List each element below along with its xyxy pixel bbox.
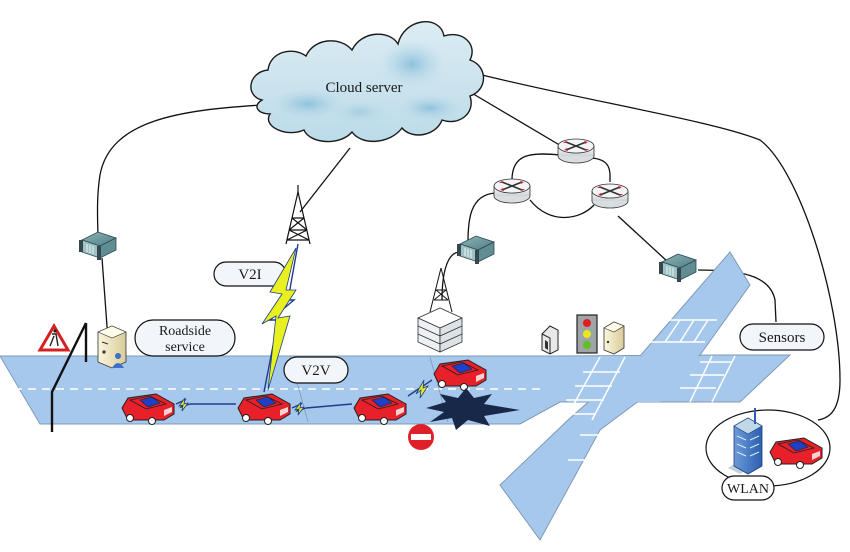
pothole-hazard [426,388,520,430]
roadside-pc-icon[interactable] [603,321,625,355]
wlan-label: WLAN [727,482,769,497]
link-cloud-to-router-top [469,91,569,151]
camera-icon[interactable] [541,325,559,355]
roadside-unit-icon[interactable] [97,325,127,369]
crosswalk-left [560,356,626,421]
cloud-server-label: Cloud server [325,80,402,96]
link-server-mid-to-building [441,251,461,301]
roadside-service-label: Roadside service [134,319,236,357]
router-left-icon[interactable] [493,178,531,204]
road-network [0,251,792,541]
wlan-zone[interactable]: WLAN [705,408,831,501]
svg-text:Roadside: Roadside [159,324,211,339]
link-router-left-to-server-mid [467,192,496,243]
link-router-top-to-right [591,157,611,183]
svg-text:Sensors: Sensors [759,330,806,346]
crosswalk-bottom [568,434,650,461]
link-cloud-to-server-left [96,104,263,241]
traffic-light-icon[interactable] [576,314,598,354]
network-links [96,71,841,421]
office-building-icon [728,408,763,475]
link-cloud-to-tower [299,147,351,213]
link-router-right-to-server-right [617,215,669,263]
rack-server-left-icon[interactable] [78,231,117,261]
crosswalk-top [648,319,717,343]
link-cloud-to-wlan [469,71,841,421]
router-top-icon[interactable] [557,138,595,164]
router-right-icon[interactable] [591,183,629,209]
svg-text:V2I: V2I [238,267,261,283]
barrier-pole [50,322,88,432]
link-server-right-to-sensors [697,269,777,323]
v2v-label: V2V [283,356,349,384]
crosswalk-right [680,355,736,403]
rack-server-middle-icon[interactable] [456,235,495,265]
v2v-wireless-links [175,379,433,416]
link-router-left-to-right [529,199,595,219]
svg-text:service: service [165,340,205,355]
link-server-left-to-roadside [101,257,109,341]
building-tower-icon[interactable] [417,267,463,353]
v2i-wireless-link [261,243,299,393]
cloud-server[interactable]: Cloud server [250,21,485,143]
pedestrian-crossing-sign [37,323,71,352]
v2i-label: V2I [213,261,287,287]
cell-tower-icon[interactable] [285,185,311,245]
no-entry-sign [408,424,434,450]
link-router-top-to-left [511,153,561,181]
sensors-label: Sensors [739,323,825,351]
svg-text:V2V: V2V [301,363,330,379]
